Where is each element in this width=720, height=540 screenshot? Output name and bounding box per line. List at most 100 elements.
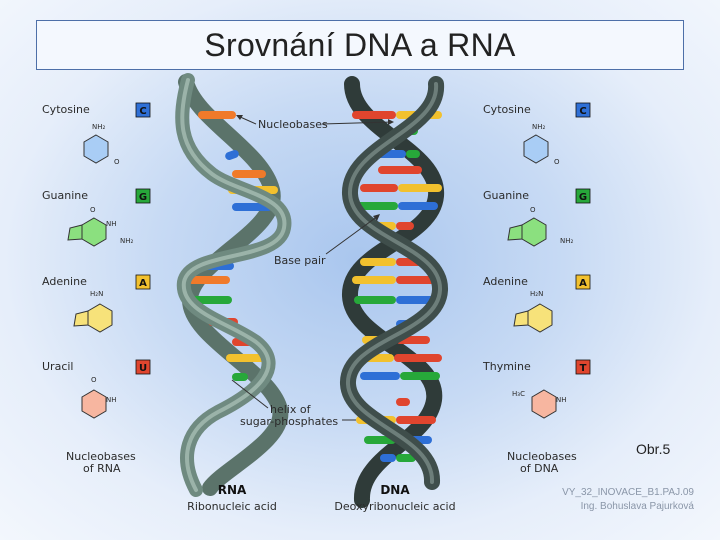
adenine-ring-icon (513, 310, 529, 327)
dna-base-pair (354, 296, 396, 304)
mol-label: NH (106, 220, 117, 228)
uracil-molecule-icon (81, 389, 107, 419)
guanine-ring-icon (507, 224, 523, 241)
base-letter: G (139, 192, 147, 203)
base-letter-box (135, 188, 151, 204)
base-letter-box (135, 359, 151, 375)
dna-base-pair (396, 398, 410, 406)
mol-label: NH₂ (120, 237, 134, 245)
rna-footer-line2: of RNA (83, 462, 121, 475)
dna-base-pair (394, 354, 442, 362)
dna-title: DNA (380, 483, 410, 497)
slide-title: Srovnání DNA a RNA (204, 26, 516, 63)
base-letter: A (579, 278, 587, 289)
dna-base-pair (400, 372, 440, 380)
rna-base-name: Uracil (42, 360, 73, 373)
mol-label: H₃C (512, 390, 525, 398)
rna-base (226, 354, 268, 362)
label-nucleobases: Nucleobases (258, 118, 328, 131)
mol-label: NH₂ (92, 123, 106, 131)
rna-helix (175, 73, 292, 497)
arrowhead (388, 119, 394, 125)
dna-base-pair (406, 150, 420, 158)
credit-block: VY_32_INOVACE_B1.PAJ.09 Ing. Bohuslava P… (562, 486, 694, 514)
base-letter-box (575, 102, 591, 118)
rna-base (190, 296, 232, 304)
mol-label: NH (106, 396, 117, 404)
dna-footer-line2: of DNA (520, 462, 559, 475)
figure-caption: Obr.5 (636, 441, 671, 457)
rna-base-name: Adenine (42, 275, 87, 288)
dna-base-pair (396, 416, 436, 424)
dna-base-pair (352, 276, 396, 284)
dna-base-name: Guanine (483, 189, 529, 202)
dna-subtitle: Deoxyribonucleic acid (334, 500, 455, 513)
mol-label: O (90, 206, 96, 214)
arrow-nucleobases-2 (321, 121, 393, 125)
credit-author: Ing. Bohuslava Pajurková (580, 501, 694, 512)
rna-strand-front-highlight (180, 78, 287, 492)
arrowhead (373, 214, 380, 221)
base-letter: C (579, 106, 586, 117)
rna-nucleobase-panel: Cytosine C NH₂ O Guanine G O NH NH₂ Aden… (42, 102, 151, 475)
arrowhead (236, 115, 243, 120)
base-letter: T (580, 363, 587, 374)
dna-base-pair (396, 296, 438, 304)
dna-base-pair (380, 454, 396, 462)
dna-base-name: Thymine (482, 360, 531, 373)
arrow-helix-1 (231, 379, 269, 409)
dna-base-pair (352, 111, 396, 119)
cytosine-molecule-icon (83, 134, 109, 164)
dna-strand-back (342, 76, 445, 508)
rna-subtitle: Ribonucleic acid (187, 500, 277, 513)
dna-base-pair (398, 184, 442, 192)
base-letter-box (575, 359, 591, 375)
title-box: Srovnání DNA a RNA (36, 20, 684, 70)
rna-base (198, 111, 236, 119)
mol-label: H₂N (90, 290, 103, 298)
base-letter-box (575, 188, 591, 204)
dna-base-pair (396, 454, 416, 462)
guanine-ring-icon (67, 224, 83, 241)
dna-strand-front-highlight (345, 82, 443, 484)
base-letter: G (579, 192, 587, 203)
adenine-molecule-icon (527, 303, 553, 333)
base-letter: U (139, 363, 147, 374)
dna-base-pair (360, 184, 398, 192)
adenine-molecule-icon (87, 303, 113, 333)
cytosine-molecule-icon (523, 134, 549, 164)
thymine-molecule-icon (531, 389, 557, 419)
label-helix-line2: sugar-phosphates (240, 415, 338, 428)
rna-base-name: Guanine (42, 189, 88, 202)
dna-base-pair (398, 202, 438, 210)
base-letter-box (135, 102, 151, 118)
dna-base-name: Cytosine (483, 103, 531, 116)
mol-label: O (554, 158, 560, 166)
dna-base-name: Adenine (483, 275, 528, 288)
mol-label: NH₂ (560, 237, 574, 245)
rna-base (232, 373, 248, 381)
dna-base-pair (360, 372, 400, 380)
credit-code: VY_32_INOVACE_B1.PAJ.09 (562, 487, 694, 498)
label-base-pair: Base pair (274, 254, 326, 267)
mol-label: NH (556, 396, 567, 404)
rna-base (232, 170, 266, 178)
rna-base (225, 149, 239, 161)
guanine-molecule-icon (521, 217, 547, 247)
guanine-molecule-icon (81, 217, 107, 247)
mol-label: O (530, 206, 536, 214)
base-letter: C (139, 106, 146, 117)
arrow-base-pair (325, 215, 379, 255)
mol-label: O (91, 376, 97, 384)
rna-footer-line1: Nucleobases (66, 450, 136, 463)
rna-base (188, 276, 230, 284)
mol-label: H₂N (530, 290, 543, 298)
rna-base-name: Cytosine (42, 103, 90, 116)
mol-label: NH₂ (532, 123, 546, 131)
annotations: Nucleobases Base pair helix of sugar-pho… (231, 115, 394, 428)
mol-label: O (114, 158, 120, 166)
dna-base-pair (396, 222, 414, 230)
rna-title: RNA (218, 483, 247, 497)
